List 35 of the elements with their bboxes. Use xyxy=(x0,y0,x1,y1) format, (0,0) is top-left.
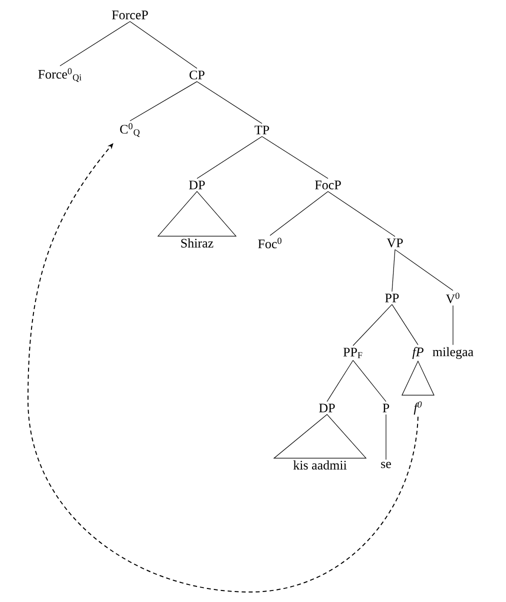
tree-label: V$^{0}$ xyxy=(446,292,460,304)
tree-label: CP xyxy=(190,70,204,80)
branch-line xyxy=(196,81,262,124)
tree-label: P xyxy=(382,404,390,412)
tree-label: VP xyxy=(386,238,403,248)
tree-label: DP xyxy=(189,180,205,190)
tree-label: Shiraz xyxy=(181,238,214,248)
tree-label: Force$^{0}$Qi xyxy=(38,68,82,82)
tree-label: PP$_{F}$ xyxy=(343,348,362,358)
tree-label: C$^{0}$Q xyxy=(120,123,140,137)
branch-line xyxy=(452,305,454,346)
branch-line xyxy=(392,249,396,292)
tree-label: ForceP xyxy=(112,10,148,20)
tree-label: milegaa xyxy=(432,347,474,359)
branch-line xyxy=(130,81,198,122)
tree-label: FocP xyxy=(315,180,341,190)
branch-line xyxy=(326,360,354,402)
branch-line xyxy=(130,21,198,69)
branch-line xyxy=(328,191,396,237)
tree-label: kis aadmii xyxy=(293,460,347,470)
branch-line xyxy=(60,21,130,66)
branch-line xyxy=(352,304,392,346)
branch-line xyxy=(352,360,386,402)
tree-label: se xyxy=(381,462,391,468)
branch-line xyxy=(394,249,454,291)
tree-label: DP xyxy=(319,404,335,412)
branch-line xyxy=(196,136,262,179)
tree-label: f$^{0}$ xyxy=(414,401,422,415)
tree-label: Foc$^{0}$ xyxy=(258,238,282,248)
branch-line xyxy=(392,304,418,346)
branch-line xyxy=(270,191,328,236)
tree-label: TP xyxy=(254,126,270,134)
branch-line xyxy=(262,136,328,179)
tree-label: fP xyxy=(412,347,424,359)
tree-label: PP xyxy=(385,294,399,302)
